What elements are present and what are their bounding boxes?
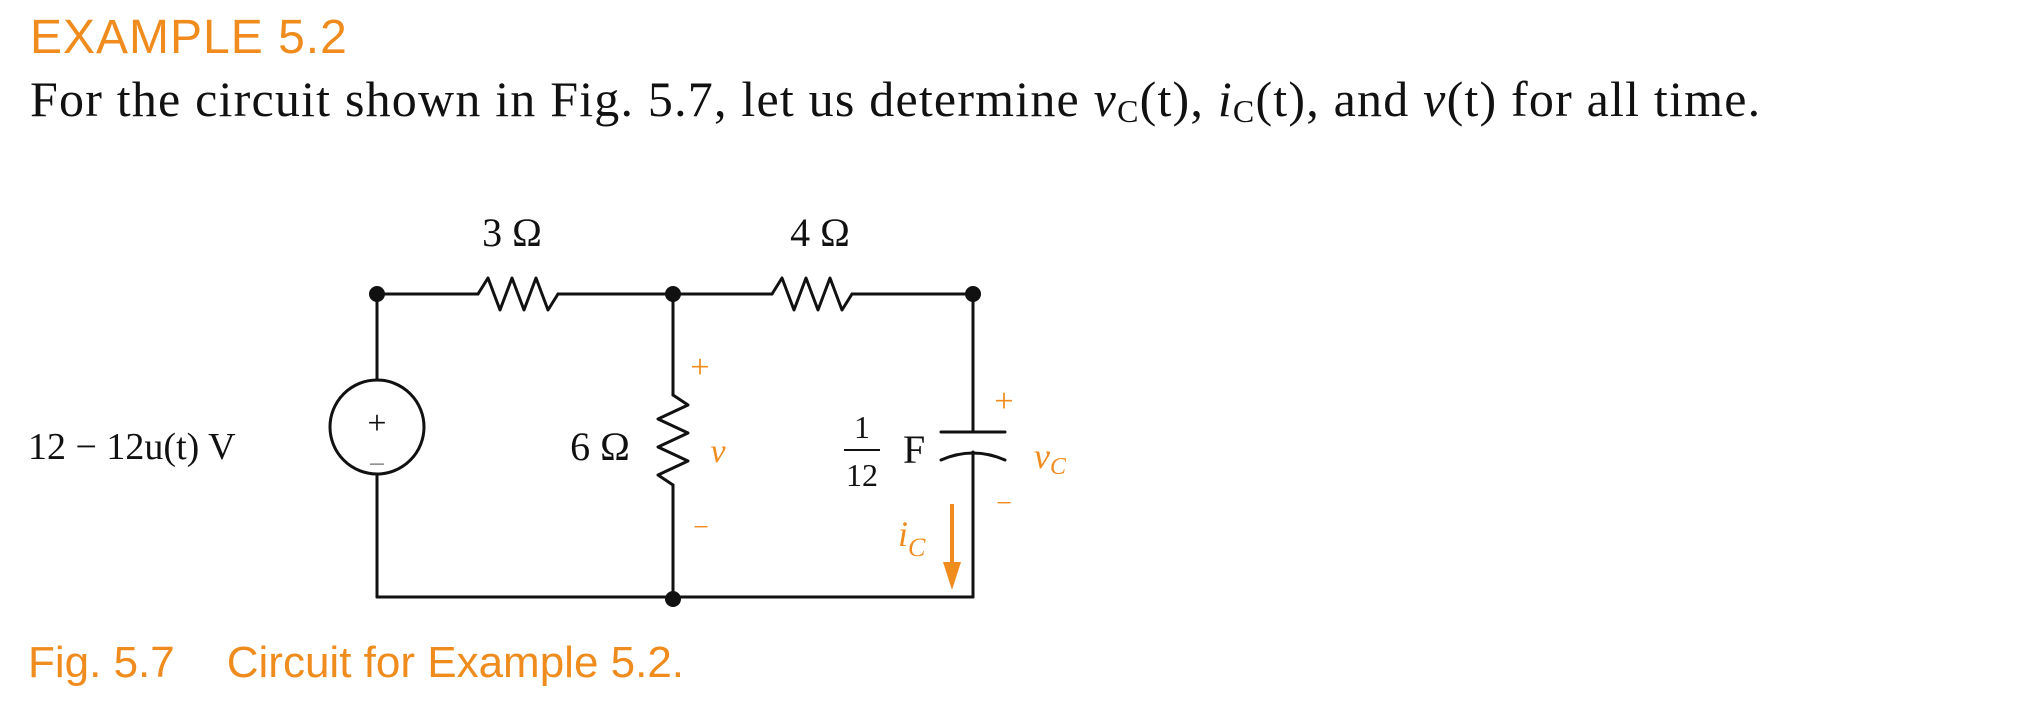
ic-symbol: i [898,514,908,554]
vc-argument: (t) [1139,71,1191,127]
v-plus-sign: + [690,349,709,386]
resistor-3-ohm-label: 3 Ω [482,210,542,255]
resistor-4-ohm [770,276,854,312]
ic-subscript: C [908,533,926,562]
capacitor-unit: F [903,427,925,472]
figure-caption-text: Circuit for Example 5.2. [226,638,685,687]
ic-argument: (t) [1255,71,1307,127]
resistor-3-ohm [476,276,560,312]
resistor-6-ohm-label: 6 Ω [570,424,630,469]
node-dot [965,286,981,302]
statement-text: for all time. [1497,71,1762,127]
separator: , and [1306,71,1424,127]
ic-label: iC [898,514,926,562]
v-label: v [710,433,726,470]
source-minus-sign: − [369,448,386,481]
ic-symbol: i [1217,71,1233,127]
figure-number: Fig. 5.7 [28,638,175,687]
source-plus-sign: + [367,405,386,442]
vc-symbol: v [1093,71,1118,127]
problem-statement: For the circuit shown in Fig. 5.7, let u… [30,70,1761,130]
ic-subscript: C [1232,93,1256,129]
vc-subscript: C [1117,93,1140,129]
resistor-4-ohm-label: 4 Ω [790,210,850,255]
capacitor-value-denominator: 12 [846,457,878,493]
vc-subscript: C [1050,454,1067,480]
vc-symbol: v [1034,436,1050,476]
v-minus-sign: − [693,512,709,543]
node-dot [665,286,681,302]
arrow-head-icon [943,562,961,590]
capacitor-value-numerator: 1 [854,409,870,445]
figure-caption: Fig. 5.7 Circuit for Example 5.2. [28,638,684,688]
v-symbol: v [1423,71,1447,127]
example-heading: EXAMPLE 5.2 [30,11,348,64]
separator: , [1190,71,1218,127]
node-dot [665,591,681,607]
statement-text: For the circuit shown in Fig. 5.7, let u… [30,71,1094,127]
vc-minus-sign: − [996,488,1012,519]
v-argument: (t) [1446,71,1498,127]
resistor-6-ohm [656,393,690,487]
vc-label: vC [1034,436,1067,480]
source-label: 12 − 12u(t) V [28,426,236,468]
node-dot [369,286,385,302]
vc-plus-sign: + [994,383,1013,420]
